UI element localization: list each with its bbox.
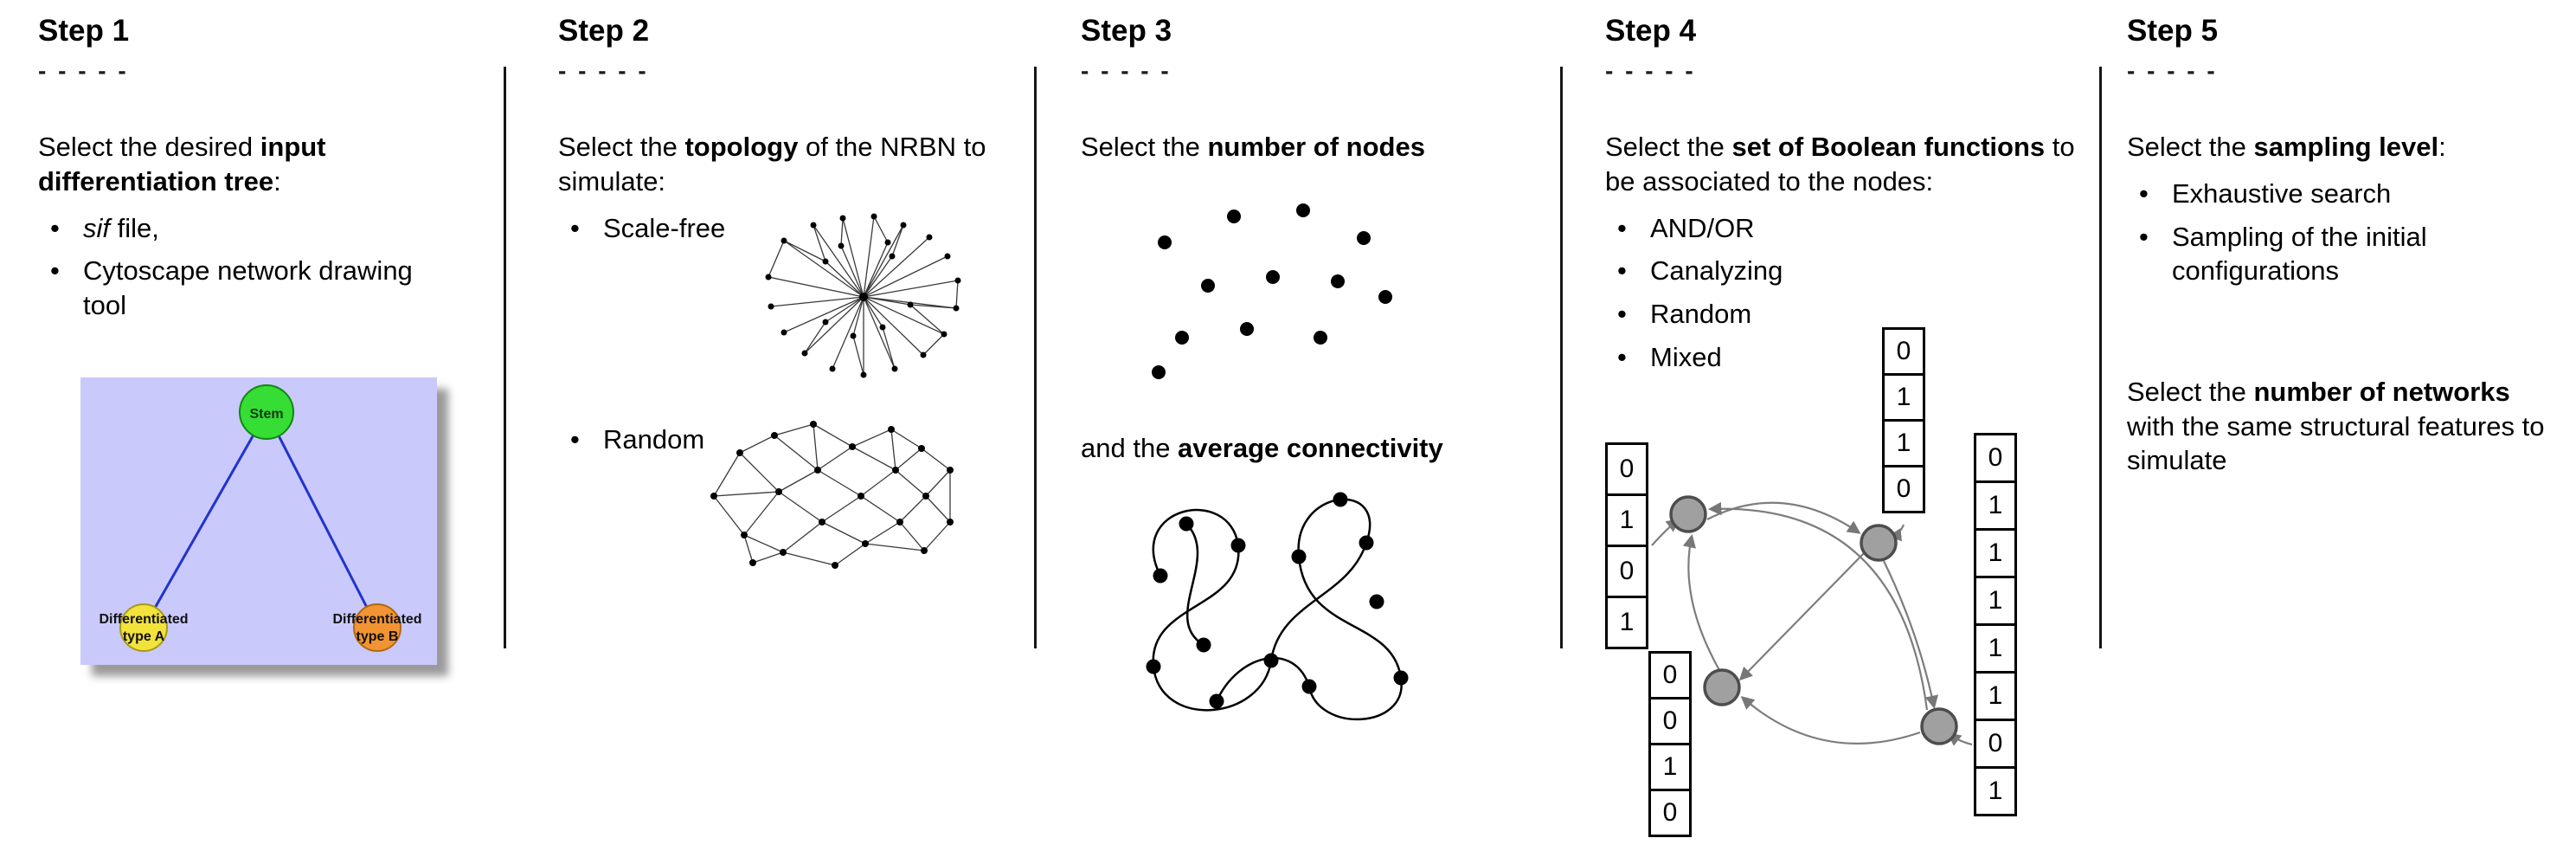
bullet-item: Scale-free bbox=[558, 211, 1017, 246]
bit-cell: 0 bbox=[1605, 442, 1648, 496]
step-5-column: Step 5 - - - - - Select the sampling lev… bbox=[2127, 0, 2564, 478]
bullet-item: sif file, bbox=[38, 211, 453, 246]
boolean-network-illustration bbox=[1651, 495, 1973, 746]
bit-cell: 1 bbox=[1974, 623, 2017, 674]
bit-cell: 1 bbox=[1974, 576, 2017, 626]
bit-cell: 1 bbox=[1605, 493, 1648, 547]
scale-free-network-illustration bbox=[765, 213, 961, 378]
step-mid-sentence: and the average connectivity bbox=[1081, 433, 1443, 463]
column-divider bbox=[1560, 67, 1563, 648]
boolean-network-arrows bbox=[1651, 501, 1973, 746]
step-4-column: Step 4 - - - - - Select the set of Boole… bbox=[1605, 0, 2090, 837]
step-title: Step 3 bbox=[1081, 14, 1172, 48]
bit-cell: 1 bbox=[1974, 671, 2017, 721]
truth-table-left: 0 1 0 1 bbox=[1605, 442, 1648, 649]
bullet-list: sif file, Cytoscape network drawing tool bbox=[38, 211, 453, 323]
step-3-column: Step 3 - - - - - Select the number of no… bbox=[1081, 0, 1548, 721]
random-network-illustration bbox=[710, 421, 954, 569]
bit-cell: 1 bbox=[1882, 373, 1925, 422]
scale-free-nodes bbox=[765, 213, 961, 378]
step-intro: Select the desired input differentiation… bbox=[38, 132, 326, 197]
type-a-label-line2: type A bbox=[123, 629, 165, 644]
stem-node bbox=[239, 384, 294, 440]
step-intro: Select the set of Boolean functions to b… bbox=[1605, 132, 2075, 197]
bullet-list: AND/OR Canalyzing Random Mixed bbox=[1605, 211, 2090, 375]
bullet-item: Random bbox=[558, 422, 1017, 457]
step-1-column: Step 1 - - - - - Select the desired inpu… bbox=[38, 0, 453, 665]
type-b-label-line2: type B bbox=[357, 629, 399, 644]
type-a-node bbox=[119, 603, 168, 652]
bit-cell: 1 bbox=[1974, 528, 2017, 578]
step-title: Step 5 bbox=[2127, 14, 2219, 48]
column-divider bbox=[504, 67, 506, 648]
type-b-node bbox=[353, 603, 401, 652]
truth-table-right: 0 1 1 1 1 1 0 1 bbox=[1974, 433, 2017, 816]
bit-cell: 0 bbox=[1605, 545, 1648, 598]
random-edges bbox=[713, 423, 951, 566]
dashed-separator: - - - - - bbox=[38, 57, 129, 85]
step-title: Step 4 bbox=[1605, 14, 1697, 48]
bit-cell: 1 bbox=[1974, 766, 2017, 816]
differentiation-tree-illustration: Stem Differentiated type A Differentiate… bbox=[80, 377, 437, 665]
truth-table-top: 0 1 1 0 bbox=[1882, 327, 1925, 513]
bit-cell: 0 bbox=[1882, 465, 1925, 513]
bullet-item: Cytoscape network drawing tool bbox=[38, 254, 453, 322]
differentiation-tree-svg: Stem Differentiated type A Differentiate… bbox=[80, 377, 437, 665]
tree-edges bbox=[142, 411, 379, 629]
random-nodes bbox=[710, 421, 954, 569]
bit-cell: 0 bbox=[1648, 697, 1692, 745]
bit-cell: 0 bbox=[1974, 719, 2017, 769]
bullet-item: Exhaustive search bbox=[2127, 177, 2564, 211]
connectivity-network-illustration bbox=[1146, 492, 1409, 721]
step-title: Step 1 bbox=[38, 14, 130, 48]
truth-table-bottom: 0 0 1 0 bbox=[1648, 651, 1692, 837]
column-divider bbox=[1034, 67, 1037, 648]
connectivity-dots bbox=[1146, 492, 1409, 709]
bit-cell: 0 bbox=[1648, 651, 1692, 699]
dashed-separator: - - - - - bbox=[1081, 57, 1172, 85]
bullet-list: Exhaustive search Sampling of the initia… bbox=[2127, 177, 2564, 288]
step-intro: Select the number of nodes bbox=[1081, 132, 1425, 163]
bullet-item: Canalyzing bbox=[1605, 254, 2090, 288]
bit-cell: 1 bbox=[1882, 419, 1925, 467]
type-b-label-line1: Differentiated bbox=[332, 612, 421, 627]
bit-cell: 1 bbox=[1974, 480, 2017, 531]
bullet-item: Sampling of the initial configurations bbox=[2127, 220, 2564, 288]
step-outro: Select the number of networks with the s… bbox=[2127, 376, 2545, 476]
bit-cell: 0 bbox=[1882, 327, 1925, 376]
stem-node-label: Stem bbox=[249, 407, 283, 422]
boolean-network-nodes bbox=[1669, 495, 1958, 745]
bit-cell: 1 bbox=[1648, 743, 1692, 791]
step-2-column: Step 2 - - - - - Select the topology of … bbox=[558, 0, 1017, 569]
bullet-list: Scale-free Random bbox=[558, 211, 1017, 457]
step-title: Step 2 bbox=[558, 14, 650, 48]
connectivity-edges bbox=[1152, 498, 1403, 721]
nodes-scatter-illustration bbox=[1152, 203, 1392, 379]
type-a-label-line1: Differentiated bbox=[99, 612, 188, 627]
bit-cell: 1 bbox=[1605, 596, 1648, 649]
step-intro: Select the sampling level: bbox=[2127, 132, 2446, 163]
step-intro: Select the topology of the NRBN to simul… bbox=[558, 132, 986, 197]
bit-cell: 0 bbox=[1648, 789, 1692, 837]
scatter-dots bbox=[1152, 203, 1392, 379]
dashed-separator: - - - - - bbox=[558, 57, 649, 85]
dashed-separator: - - - - - bbox=[2127, 57, 2218, 85]
bullet-item: Random bbox=[1605, 297, 2090, 332]
dashed-separator: - - - - - bbox=[1605, 57, 1696, 85]
bit-cell: 0 bbox=[1974, 433, 2017, 483]
bullet-item: AND/OR bbox=[1605, 211, 2090, 246]
bullet-item: Mixed bbox=[1605, 340, 2090, 375]
column-divider bbox=[2099, 67, 2102, 648]
